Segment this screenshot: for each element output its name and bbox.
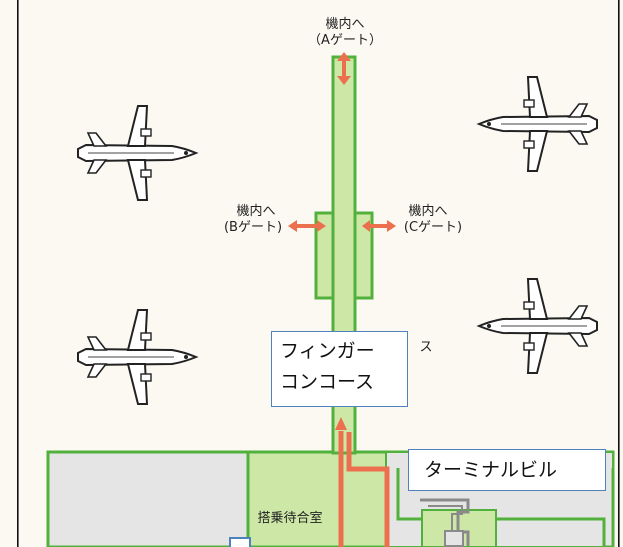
route-arrowhead-icon — [335, 417, 347, 430]
gate-a-label-line-1: 機内へ — [325, 16, 364, 32]
gate-a-label-line-2: （Aゲート） — [308, 33, 382, 48]
waiting-room-label: 搭乗待合室 — [257, 510, 322, 526]
gate-c-arrow-icon — [362, 220, 396, 232]
finger-concourse-callout: フィンガー コンコース — [271, 331, 408, 407]
partial-label: ス — [419, 340, 432, 355]
terminal-building-callout: ターミナルビル — [408, 449, 606, 491]
left-border — [17, 0, 19, 547]
gate-c-label-line-2: (Cゲート) — [404, 220, 462, 235]
gate-c-label-line-1: 機内へ — [408, 203, 447, 219]
gate-a-arrow-icon — [337, 52, 351, 85]
gate-b-label-line-2: (Bゲート) — [224, 220, 282, 235]
gate-b-arrow-icon — [288, 220, 326, 232]
right-border — [618, 0, 620, 547]
gate-b-label-line-1: 機内へ — [236, 203, 275, 219]
left-terminal-block — [46, 450, 250, 547]
terminal-corridor-outline — [396, 468, 615, 547]
boarding-route-arrow — [338, 431, 390, 547]
concourse-join — [334, 213, 354, 298]
moving-walkway-icon — [420, 498, 470, 547]
terminal-door — [229, 537, 251, 547]
